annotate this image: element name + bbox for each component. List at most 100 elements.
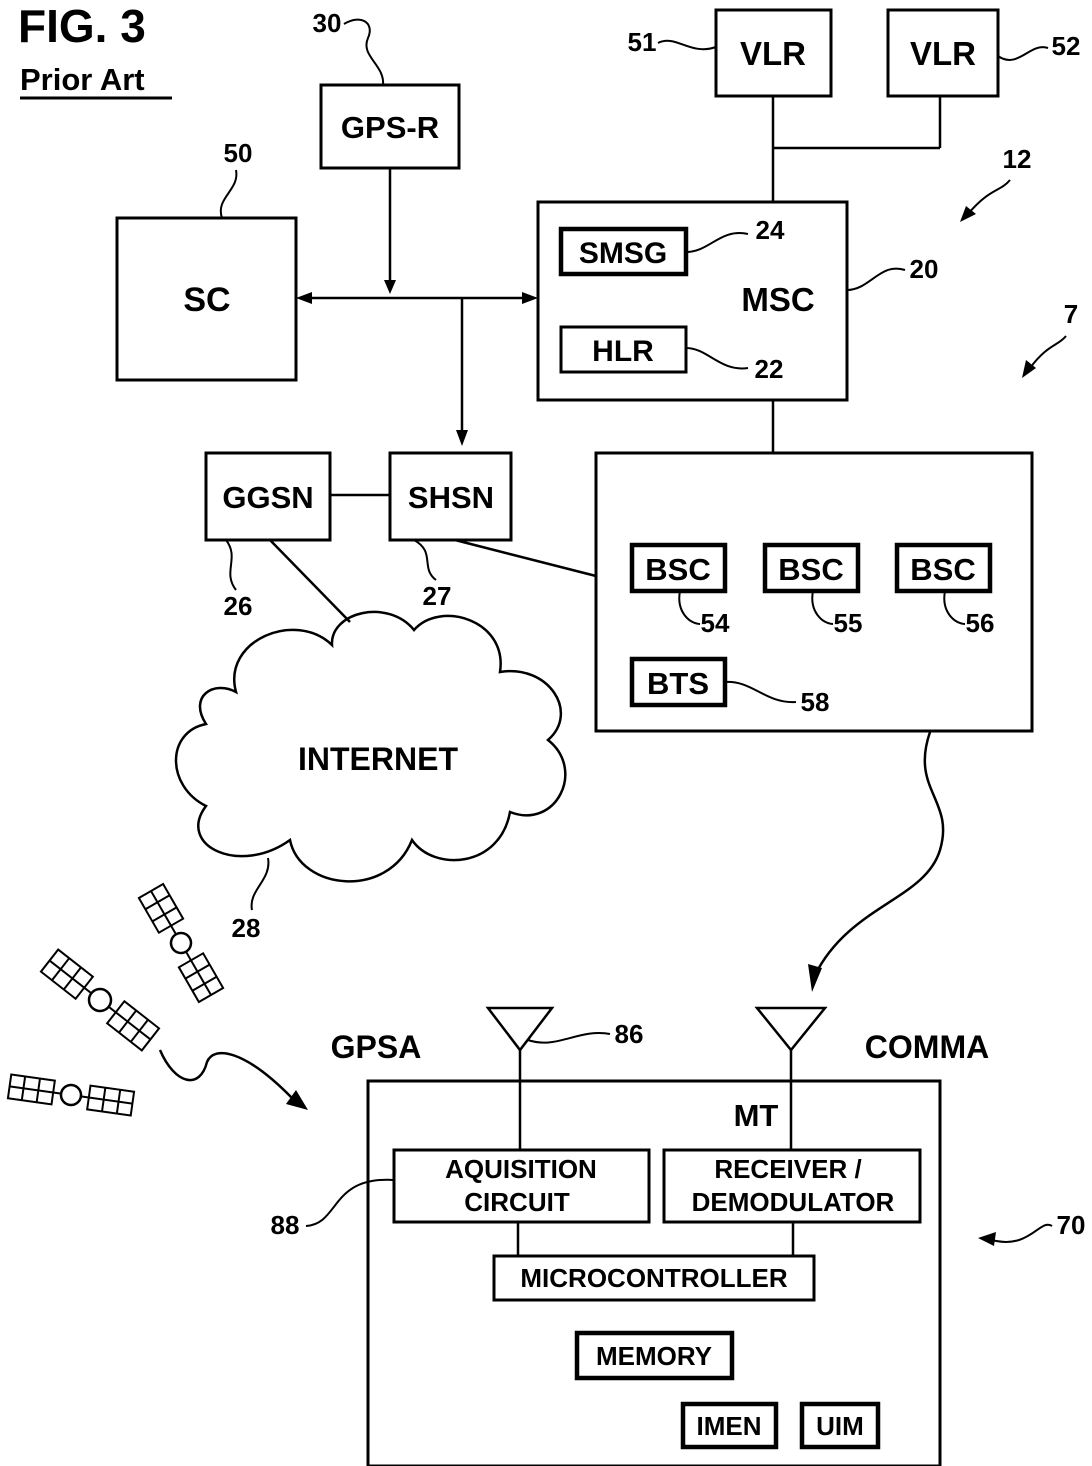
comma-label: COMMA (865, 1029, 989, 1065)
ref-52: 52 (1052, 31, 1081, 61)
ref-70-arrowhead (978, 1232, 996, 1246)
imen-box (680, 1401, 779, 1450)
ref-58: 58 (801, 687, 830, 717)
ref-51-leader (657, 39, 717, 51)
gps-antenna-icon (485, 1006, 555, 1053)
vlr-51-label: VLR (740, 35, 806, 72)
radio-link-arrowhead (808, 964, 822, 992)
ref-30-leader (343, 18, 385, 86)
ref-50: 50 (224, 138, 253, 168)
ref-58-leader (724, 680, 797, 704)
receiver-demodulator-box (662, 1148, 922, 1224)
receiver-demodulator-label-2: DEMODULATOR (692, 1187, 895, 1217)
shsn-bss-line (454, 538, 597, 578)
satellite-signal-wavy-line (158, 1049, 293, 1099)
msc-label: MSC (741, 281, 814, 318)
ref-20: 20 (910, 254, 939, 284)
ref-86: 86 (615, 1019, 644, 1049)
ref-22-leader (685, 347, 749, 370)
ggsn-box (204, 451, 332, 542)
bts-label: BTS (647, 666, 709, 701)
hlr-box (559, 325, 688, 374)
ref-24-leader (685, 232, 749, 253)
comm-antenna-icon (754, 1006, 828, 1052)
ref-7-leader (1029, 335, 1067, 369)
figure-title: FIG. 3 (18, 0, 146, 52)
bsc-54-label: BSC (645, 552, 710, 587)
ref-70: 70 (1057, 1210, 1086, 1240)
sc-label: SC (183, 281, 230, 319)
sc-arrowhead (296, 292, 312, 304)
msc-arrowhead (522, 292, 538, 304)
shsn-label: SHSN (408, 480, 494, 515)
internet-label: INTERNET (298, 741, 458, 777)
ref-55-leader (811, 590, 834, 625)
ref-22: 22 (755, 354, 784, 384)
acquisition-circuit-label-1: AQUISITION (445, 1154, 597, 1184)
ggsn-internet-line (269, 539, 351, 623)
memory-box (574, 1330, 735, 1381)
acquisition-circuit-label-2: CIRCUIT (464, 1187, 570, 1217)
acquisition-circuit-box (392, 1148, 651, 1224)
satellite-icon-1 (137, 882, 225, 1004)
receiver-demodulator-label-1: RECEIVER / (714, 1154, 861, 1184)
ref-20-leader (846, 267, 906, 291)
ref-27: 27 (423, 581, 452, 611)
ref-88-leader (305, 1178, 395, 1227)
imen-label: IMEN (697, 1411, 762, 1441)
bsc-56-box (894, 542, 993, 594)
ref-50-leader (219, 169, 238, 219)
mt-label: MT (734, 1098, 779, 1133)
radio-link-wavy-line (813, 731, 945, 976)
uim-box (799, 1401, 881, 1450)
ref-7: 7 (1064, 299, 1078, 329)
uim-label: UIM (816, 1411, 864, 1441)
ref-70-leader (991, 1223, 1053, 1243)
ref-28: 28 (232, 913, 261, 943)
microcontroller-label: MICROCONTROLLER (520, 1263, 787, 1293)
ref-86-leader (527, 1031, 611, 1044)
gpsr-arrowhead (384, 280, 396, 294)
microcontroller-box (492, 1254, 816, 1302)
vlr-52-label: VLR (910, 35, 976, 72)
ref-55: 55 (834, 608, 863, 638)
shsn-arrowhead (456, 430, 468, 446)
ref-30: 30 (313, 8, 342, 38)
shsn-box (388, 451, 513, 542)
ref-12-leader (967, 179, 1011, 215)
ref-26: 26 (224, 591, 253, 621)
ggsn-label: GGSN (222, 480, 313, 515)
ref-56: 56 (966, 608, 995, 638)
ref-7-arrowhead (1022, 360, 1036, 378)
hlr-label: HLR (592, 335, 654, 368)
bsc-56-label: BSC (910, 552, 975, 587)
gps-r-label: GPS-R (341, 110, 439, 145)
ref-56-leader (943, 590, 966, 625)
vlr-52-box (886, 8, 1000, 98)
satellite-icon-3 (6, 1073, 136, 1117)
satellite-icon-2 (39, 948, 161, 1052)
ref-26-leader (225, 539, 237, 591)
ref-27-leader (413, 539, 437, 581)
bsc-55-label: BSC (778, 552, 843, 587)
vlr-51-box (714, 8, 833, 98)
ref-12-arrowhead (960, 206, 976, 222)
ref-52-leader (997, 46, 1049, 61)
ref-51: 51 (628, 27, 657, 57)
bsc-55-box (762, 542, 861, 594)
gpsa-label: GPSA (331, 1029, 422, 1065)
ref-54-leader (678, 590, 701, 625)
figure-subtitle: Prior Art (20, 62, 145, 97)
ref-54: 54 (701, 608, 730, 638)
sc-box (115, 216, 298, 382)
smsg-label: SMSG (579, 237, 667, 270)
satellite-signal-arrowhead (286, 1090, 308, 1110)
bsc-54-box (629, 542, 728, 594)
memory-label: MEMORY (596, 1341, 712, 1371)
internet-cloud (174, 610, 567, 883)
ref-88: 88 (271, 1210, 300, 1240)
ref-24: 24 (756, 215, 785, 245)
ref-12: 12 (1003, 144, 1032, 174)
ref-28-leader (250, 857, 270, 911)
